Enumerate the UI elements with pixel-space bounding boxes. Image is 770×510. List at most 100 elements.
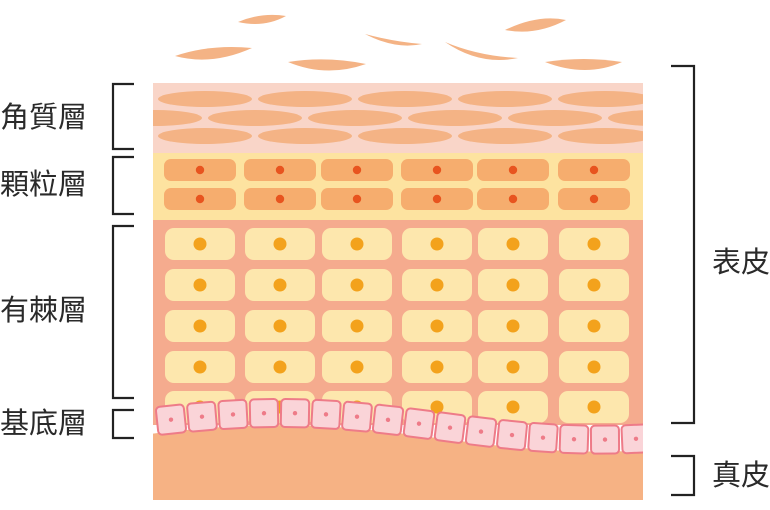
basal-nucleus [478, 429, 484, 434]
bracket-dermis [671, 454, 696, 497]
stratum-granulosum [153, 153, 643, 220]
corneum-cell [608, 110, 643, 126]
basal-nucleus [354, 414, 360, 419]
granular-nucleus [195, 165, 205, 175]
corneum-cell [308, 110, 402, 126]
basal-cell [248, 398, 280, 429]
basal-nucleus [323, 412, 329, 417]
corneum-cell [158, 91, 252, 107]
spinous-nucleus [587, 360, 601, 374]
skin-flake [505, 18, 566, 32]
basal-nucleus [199, 414, 205, 419]
basal-cell-body [652, 422, 682, 452]
corneum-cell [153, 110, 202, 126]
spinous-nucleus [587, 237, 601, 251]
corneum-cell [258, 128, 352, 144]
basal-cell [464, 415, 498, 448]
spinous-nucleus [273, 360, 287, 374]
granular-nucleus [432, 194, 442, 204]
granular-nucleus [352, 194, 362, 204]
bracket-granular [111, 155, 134, 216]
basal-nucleus [261, 411, 267, 416]
spinous-nucleus [506, 400, 520, 414]
spinous-nucleus [587, 400, 601, 414]
spinous-nucleus [506, 237, 520, 251]
basal-nucleus [416, 421, 422, 426]
basal-cell [217, 398, 249, 430]
corneum-cell [358, 91, 452, 107]
granular-nucleus [195, 194, 205, 204]
skin-flake [175, 47, 252, 60]
spinous-nucleus [587, 278, 601, 292]
skin-flake [238, 14, 286, 24]
spinous-nucleus [506, 319, 520, 333]
granular-nucleus [508, 165, 518, 175]
corneum-cell [208, 110, 302, 126]
bracket-corneum [111, 82, 134, 151]
basal-cell [558, 423, 590, 455]
spinous-nucleus [506, 278, 520, 292]
stratum-corneum [153, 83, 643, 153]
corneum-cell [258, 91, 352, 107]
spinous-nucleus [430, 319, 444, 333]
corneum-cell [558, 91, 643, 107]
basal-cell [620, 423, 643, 455]
corneum-cell [558, 128, 643, 144]
bracket-epidermis [671, 64, 696, 425]
basal-cell [589, 424, 621, 455]
granular-nucleus [589, 165, 599, 175]
spinous-nucleus [273, 319, 287, 333]
spinous-nucleus [350, 360, 364, 374]
spinous-nucleus [193, 278, 207, 292]
shed-flakes [175, 14, 622, 71]
region-label-epidermis: 表皮 [712, 245, 770, 279]
spinous-nucleus [193, 360, 207, 374]
corneum-cell [508, 110, 602, 126]
basal-nucleus [540, 435, 546, 440]
basal-cell [527, 421, 559, 454]
spinous-nucleus [350, 319, 364, 333]
skin-flake [445, 42, 518, 60]
spinous-nucleus [273, 237, 287, 251]
basal-cell [310, 398, 342, 430]
granular-nucleus [508, 194, 518, 204]
bracket-basal [111, 408, 134, 440]
basal-cell [371, 403, 405, 436]
corneum-cell [158, 128, 252, 144]
brackets [111, 64, 696, 497]
corneum-cell [458, 128, 552, 144]
region-label-dermis: 真皮 [712, 458, 770, 492]
basal-nucleus [665, 435, 670, 440]
spinous-nucleus [430, 278, 444, 292]
basal-nucleus [168, 417, 174, 422]
spinous-nucleus [587, 319, 601, 333]
layer-label-basal: 基底層 [0, 406, 88, 440]
spinous-nucleus [273, 278, 287, 292]
basal-cell [652, 422, 682, 452]
spinous-nucleus [350, 237, 364, 251]
basal-nucleus [385, 417, 391, 423]
corneum-cell [408, 110, 502, 126]
granular-nucleus [589, 194, 599, 204]
basal-nucleus [230, 412, 236, 417]
layer-label-granular: 顆粒層 [0, 167, 88, 201]
spinous-nucleus [506, 360, 520, 374]
spinous-nucleus [193, 319, 207, 333]
stratum-basale [153, 398, 682, 500]
corneum-cell [358, 128, 452, 144]
spinous-nucleus [430, 360, 444, 374]
dermis [153, 425, 643, 500]
basal-nucleus [633, 436, 639, 441]
basal-cell [496, 419, 528, 451]
bracket-spinous [111, 224, 134, 400]
layer-label-spinous: 有棘層 [0, 293, 88, 327]
granular-nucleus [432, 165, 442, 175]
skin-flake [545, 59, 622, 70]
basal-cell [341, 400, 373, 433]
basal-cell [279, 398, 311, 429]
corneum-cell [458, 91, 552, 107]
basal-cell [186, 400, 218, 433]
granular-nucleus [352, 165, 362, 175]
